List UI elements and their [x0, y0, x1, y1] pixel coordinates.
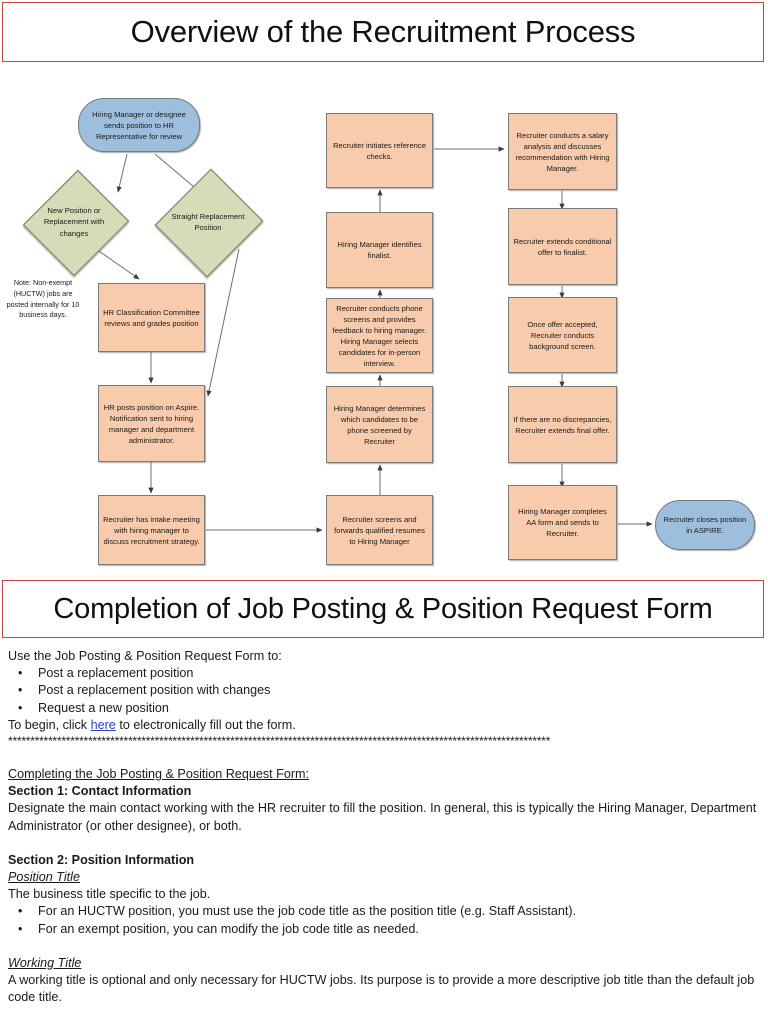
node-decision-straight-replacement-label: Straight Replacement Position	[171, 211, 245, 232]
node-intake-meeting: Recruiter has intake meeting with hiring…	[98, 495, 205, 565]
node-salary-analysis: Recruiter conducts a salary analysis and…	[508, 113, 617, 190]
bullet-icon: •	[18, 904, 23, 919]
star-divider: ****************************************…	[8, 734, 551, 749]
bullet-icon: •	[18, 921, 23, 936]
begin-suffix: to electronically fill out the form.	[115, 717, 296, 732]
overview-banner: Overview of the Recruitment Process	[2, 2, 764, 62]
document-body: Use the Job Posting & Position Request F…	[8, 648, 764, 1006]
spacer	[8, 835, 764, 852]
list-item: • Post a replacement position	[8, 665, 764, 682]
position-title-heading: Position Title	[8, 870, 80, 885]
flowchart-connectors	[95, 146, 653, 533]
node-decision-new-position: New Position or Replacement with changes	[22, 169, 130, 277]
node-decision-straight-replacement: Straight Replacement Position	[153, 168, 264, 278]
bullet-icon: •	[18, 700, 23, 715]
node-recruiter-screens-resumes: Recruiter screens and forwards qualified…	[326, 495, 433, 565]
position-title-body: The business title specific to the job.	[8, 887, 211, 902]
node-close-position: Recruiter closes position in ASPIRE.	[655, 500, 755, 550]
node-phone-screens-label: Recruiter conducts phone screens and pro…	[332, 303, 427, 368]
node-hm-determines-candidates-label: Hiring Manager determines which candidat…	[333, 403, 426, 446]
node-phone-screens: Recruiter conducts phone screens and pro…	[326, 298, 433, 373]
node-background-screen: Once offer accepted, Recruiter conducts …	[508, 297, 617, 373]
bullet-icon: •	[18, 683, 23, 698]
node-hiring-manager-finalist-label: Hiring Manager identifies finalist.	[337, 240, 422, 260]
node-aa-form: Hiring Manager completes AA form and sen…	[508, 485, 617, 560]
section1-body: Designate the main contact working with …	[8, 801, 757, 833]
node-background-screen-label: Once offer accepted, Recruiter conducts …	[527, 319, 598, 351]
node-final-offer-label: If there are no discrepancies, Recruiter…	[513, 414, 612, 435]
list-item-label: Post a replacement position with changes	[38, 683, 271, 698]
node-hr-classification-label: HR Classification Committee reviews and …	[103, 307, 200, 328]
list-item: • For an HUCTW position, you must use th…	[8, 903, 764, 920]
node-final-offer: If there are no discrepancies, Recruiter…	[508, 386, 617, 463]
section1-heading: Section 1: Contact Information	[8, 784, 192, 799]
node-conditional-offer: Recruiter extends conditional offer to f…	[508, 208, 617, 285]
node-hr-classification: HR Classification Committee reviews and …	[98, 283, 205, 352]
list-item: • Request a new position	[8, 700, 764, 717]
list-item-label: Request a new position	[38, 700, 169, 715]
node-reference-checks-label: Recruiter initiates reference checks.	[333, 140, 426, 161]
working-title-body: A working title is optional and only nec…	[8, 973, 755, 1005]
node-reference-checks: Recruiter initiates reference checks.	[326, 113, 433, 188]
spacer	[8, 938, 764, 955]
node-hiring-manager-finalist: Hiring Manager identifies finalist.	[326, 212, 433, 288]
form-link[interactable]: here	[90, 717, 116, 732]
recruitment-process-flowchart: Hiring Manager or designee sends positio…	[0, 64, 768, 576]
node-recruiter-screens-resumes-label: Recruiter screens and forwards qualified…	[334, 514, 425, 546]
node-aa-form-label: Hiring Manager completes AA form and sen…	[518, 507, 607, 538]
node-hm-determines-candidates: Hiring Manager determines which candidat…	[326, 386, 433, 463]
spacer	[8, 749, 764, 766]
node-intake-meeting-label: Recruiter has intake meeting with hiring…	[103, 514, 200, 546]
completing-heading: Completing the Job Posting & Position Re…	[8, 767, 310, 782]
node-close-position-label: Recruiter closes position in ASPIRE.	[663, 515, 747, 535]
node-start-label: Hiring Manager or designee sends positio…	[92, 109, 186, 141]
node-decision-new-position-label: New Position or Replacement with changes	[43, 205, 105, 238]
begin-line: To begin, click here to electronically f…	[8, 717, 764, 734]
node-conditional-offer-label: Recruiter extends conditional offer to f…	[513, 236, 612, 257]
node-hr-posts-position: HR posts position on Aspire. Notificatio…	[98, 385, 205, 462]
list-item-label: Post a replacement position	[38, 666, 194, 681]
note-huctw-posting: Note: Non-exempt (HUCTW) jobs are posted…	[6, 278, 80, 320]
working-title-heading: Working Title	[8, 955, 82, 970]
page-title: Overview of the Recruitment Process	[130, 14, 636, 49]
node-hr-posts-position-label: HR posts position on Aspire. Notificatio…	[103, 402, 200, 445]
list-item-label: For an exempt position, you can modify t…	[38, 921, 419, 936]
begin-prefix: To begin, click	[8, 717, 91, 732]
node-start: Hiring Manager or designee sends positio…	[78, 98, 200, 152]
node-salary-analysis-label: Recruiter conducts a salary analysis and…	[515, 130, 610, 173]
section-title: Completion of Job Posting & Position Req…	[53, 592, 713, 625]
list-item: • For an exempt position, you can modify…	[8, 921, 764, 938]
bullet-icon: •	[18, 666, 23, 681]
completion-banner: Completion of Job Posting & Position Req…	[2, 580, 764, 638]
intro-line: Use the Job Posting & Position Request F…	[8, 649, 282, 663]
list-item: • Post a replacement position with chang…	[8, 682, 764, 699]
list-item-label: For an HUCTW position, you must use the …	[38, 904, 577, 919]
section2-heading: Section 2: Position Information	[8, 852, 195, 867]
